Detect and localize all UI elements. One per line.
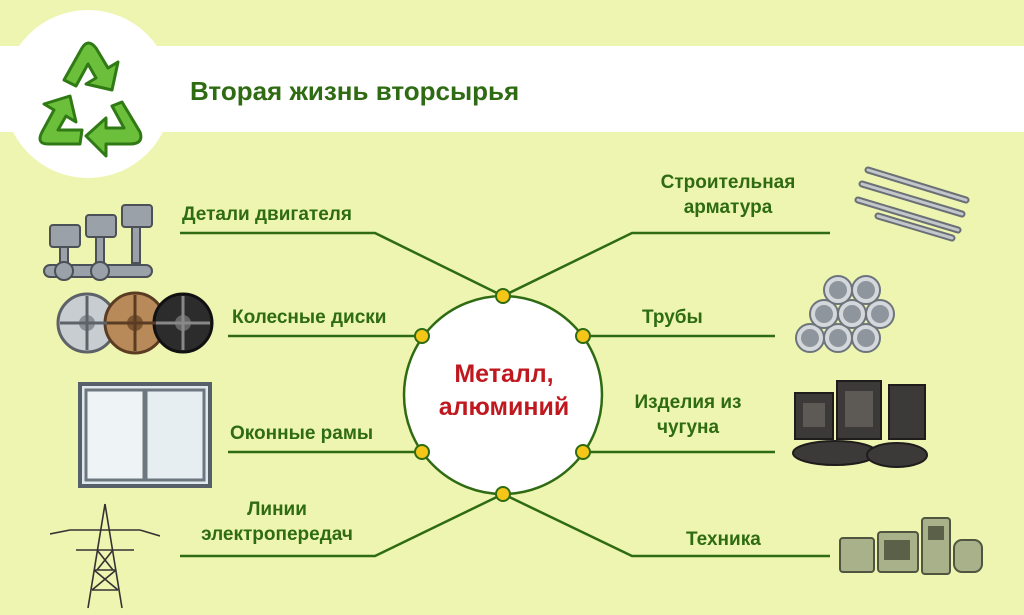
rebar-icon: [854, 166, 970, 242]
pipes-icon: [795, 275, 895, 353]
label-rebar-line2: арматура: [683, 197, 773, 218]
node-right-upper: [575, 328, 591, 344]
appliances-icon: [839, 517, 983, 575]
page-title: Вторая жизнь вторсырья: [190, 76, 520, 106]
wheel-rims-icon: [56, 291, 214, 355]
cast-iron-products-icon: [792, 380, 928, 468]
label-wheel-rims: Колесные диски: [232, 307, 387, 328]
label-power-lines-line2: электропередач: [201, 524, 353, 545]
label-rebar-line1: Строительная: [660, 172, 796, 193]
label-window-frames: Оконные рамы: [230, 423, 374, 444]
node-left-lower: [414, 444, 430, 460]
power-line-tower-icon: [50, 503, 160, 609]
label-cast-iron: Изделия из чугуна: [618, 390, 758, 440]
node-right-lower: [575, 444, 591, 460]
label-cast-iron-line1: Изделия из: [634, 392, 742, 413]
connector-rebar: [502, 231, 830, 298]
node-bottom: [495, 486, 511, 502]
connector-appliances: [502, 492, 830, 558]
recycle-icon: [38, 41, 143, 158]
connector-power-lines: [180, 492, 504, 558]
center-label-line1: Металл,: [454, 360, 554, 388]
label-pipes: Трубы: [642, 307, 703, 328]
center-label-line2: алюминий: [438, 393, 570, 421]
label-cast-iron-line2: чугуна: [656, 417, 720, 438]
label-power-lines: Линии электропередач: [184, 497, 370, 547]
engine-parts-icon: [43, 204, 153, 281]
label-rebar: Строительная арматура: [640, 170, 816, 220]
recycle-logo: [4, 10, 172, 178]
node-top: [495, 288, 511, 304]
node-left-upper: [414, 328, 430, 344]
window-frame-icon: [78, 382, 212, 488]
label-appliances: Техника: [686, 529, 761, 550]
connector-engine-parts: [180, 231, 504, 298]
label-power-lines-line1: Линии: [247, 499, 307, 520]
center-label: Металл, алюминий: [404, 358, 604, 424]
label-engine-parts: Детали двигателя: [182, 204, 352, 225]
